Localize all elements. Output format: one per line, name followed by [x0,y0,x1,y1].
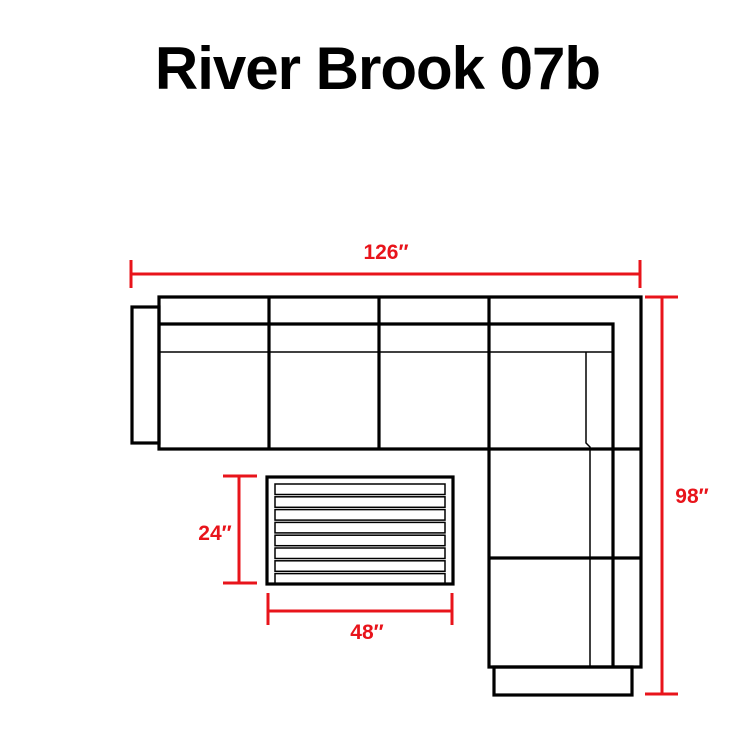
table-slat [274,496,446,509]
dimension-table-width: 48″ [266,593,454,644]
table-slat [274,560,446,573]
table-depth-label: 24″ [198,522,231,545]
dimension-table-depth: 24″ [198,474,257,585]
seat-dividers [267,297,491,449]
corner-seat-line [585,352,591,667]
back-cushion-line [159,322,615,667]
table-slat [274,508,446,521]
width-dimension-line [129,260,642,288]
table-slat [274,534,446,547]
sectional-sofa [130,295,643,697]
diagram-title: River Brook 07b [154,35,601,102]
table-slat [274,572,446,585]
dimension-overall-width: 126″ [129,241,642,288]
sofa-outline [157,295,643,669]
width-label: 126″ [363,241,408,264]
table-outline [265,475,455,586]
table-slat [274,521,446,534]
table-width-line [266,593,454,625]
coffee-table [265,475,455,586]
table-slat [274,483,446,496]
depth-label: 98″ [675,485,708,508]
depth-dimension-line [645,295,678,696]
left-arm [130,305,161,445]
dimension-overall-depth: 98″ [645,295,709,696]
bottom-arm [492,665,634,697]
table-width-label: 48″ [350,621,383,644]
table-slat [274,547,446,560]
table-slats [274,483,446,585]
right-seat-dividers [489,447,641,560]
table-depth-line [223,474,257,585]
